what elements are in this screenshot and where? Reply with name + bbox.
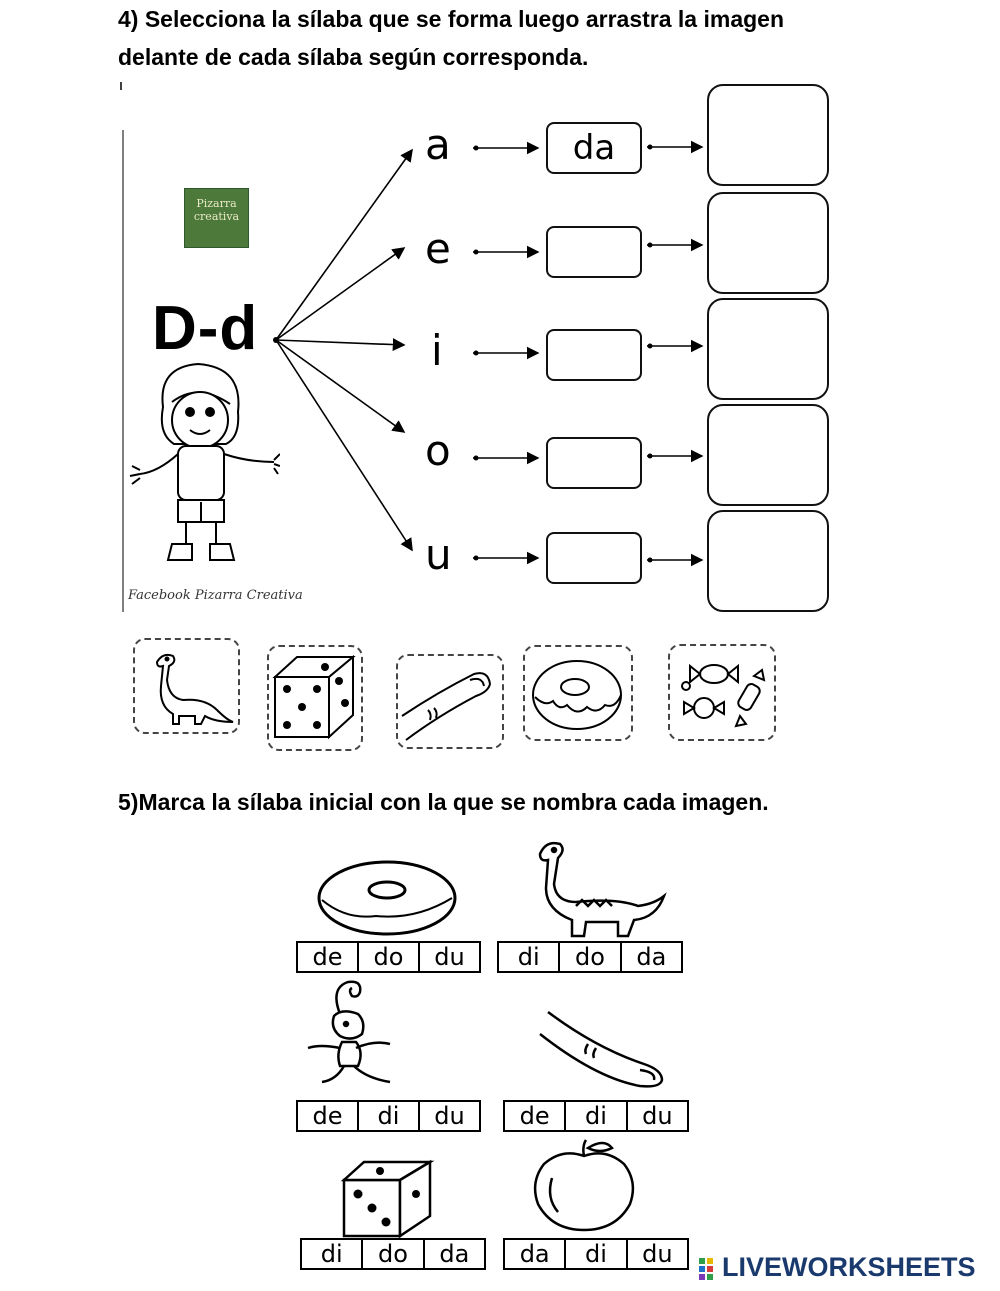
choice-di[interactable]: di bbox=[302, 1240, 364, 1268]
dinosaur-picture-icon bbox=[538, 841, 667, 938]
exercise4-title-line2: delante de cada sílaba según corresponda… bbox=[118, 44, 589, 70]
syllable-choices-dinosaur: di do da bbox=[497, 941, 683, 973]
choice-du[interactable]: du bbox=[434, 1102, 465, 1130]
vowel-a: a bbox=[425, 120, 451, 169]
dora-illustration bbox=[129, 362, 280, 561]
syllable-choices-elf: de di du bbox=[296, 1100, 481, 1132]
draggable-card-dinosaur[interactable] bbox=[133, 638, 240, 734]
elf-picture-icon bbox=[307, 980, 391, 1084]
dinosaur-icon bbox=[155, 653, 234, 725]
syllable-choices-donut: de do du bbox=[296, 941, 481, 973]
choice-di[interactable]: di bbox=[359, 1102, 420, 1130]
choice-do[interactable]: do bbox=[560, 943, 622, 971]
exercise5-title: 5)Marca la sílaba inicial con la que se … bbox=[118, 789, 769, 815]
finger-icon bbox=[401, 672, 492, 741]
choice-du[interactable]: du bbox=[434, 943, 465, 971]
image-drop-box-u[interactable] bbox=[707, 510, 829, 612]
choice-di[interactable]: di bbox=[566, 1240, 628, 1268]
syllable-choices-dice: di do da bbox=[300, 1238, 486, 1270]
image-drop-box-e[interactable] bbox=[707, 192, 829, 294]
syllable-choices-finger: de di du bbox=[503, 1100, 689, 1132]
exercise4-title-line1: 4) Selecciona la sílaba que se forma lue… bbox=[118, 6, 785, 32]
choice-do[interactable]: do bbox=[363, 1240, 425, 1268]
syllable-box-e[interactable] bbox=[546, 226, 642, 278]
syllable-choices-peach: da di du bbox=[503, 1238, 689, 1270]
letter-d: D-d bbox=[152, 294, 259, 363]
choice-da[interactable]: da bbox=[505, 1240, 567, 1268]
dice-icon bbox=[272, 654, 356, 740]
finger-picture-icon bbox=[539, 1010, 664, 1088]
draggable-card-dice[interactable] bbox=[267, 645, 363, 751]
choice-di[interactable]: di bbox=[499, 943, 561, 971]
draggable-card-finger[interactable] bbox=[396, 654, 504, 749]
image-drop-box-a[interactable] bbox=[707, 84, 829, 186]
donut-picture-icon bbox=[317, 860, 457, 936]
connector-lines bbox=[120, 82, 704, 612]
choice-du[interactable]: du bbox=[642, 1240, 673, 1268]
vowel-e: e bbox=[425, 224, 451, 273]
choice-du[interactable]: du bbox=[642, 1102, 673, 1130]
syllable-box-a[interactable]: da bbox=[546, 122, 642, 174]
candy-icon bbox=[681, 663, 766, 728]
image-drop-box-i[interactable] bbox=[707, 298, 829, 400]
liveworksheets-brand: LIVEWORKSHEETS bbox=[722, 1252, 976, 1282]
choice-di[interactable]: di bbox=[566, 1102, 628, 1130]
choice-de[interactable]: de bbox=[298, 943, 359, 971]
donut-icon bbox=[532, 660, 622, 730]
draggable-card-donut[interactable] bbox=[523, 645, 633, 741]
liveworksheets-logo-icon bbox=[698, 1256, 720, 1282]
vowel-o: o bbox=[425, 426, 451, 475]
choice-de[interactable]: de bbox=[505, 1102, 567, 1130]
pizarra-creativa-logo: Pizarra creativa bbox=[184, 188, 249, 248]
draggable-card-candy[interactable] bbox=[668, 644, 776, 741]
syllable-box-i[interactable] bbox=[546, 329, 642, 381]
choice-da[interactable]: da bbox=[636, 943, 667, 971]
vowel-u: u bbox=[425, 530, 452, 579]
vowel-i: i bbox=[431, 326, 443, 375]
syllable-box-u[interactable] bbox=[546, 532, 642, 584]
peach-picture-icon bbox=[533, 1139, 635, 1232]
choice-do[interactable]: do bbox=[359, 943, 420, 971]
syllable-box-o[interactable] bbox=[546, 437, 642, 489]
choice-de[interactable]: de bbox=[298, 1102, 359, 1130]
dice-picture-icon bbox=[340, 1159, 435, 1239]
image-drop-box-o[interactable] bbox=[707, 404, 829, 506]
choice-da[interactable]: da bbox=[439, 1240, 470, 1268]
credit-text: Facebook Pizarra Creativa bbox=[128, 588, 303, 603]
